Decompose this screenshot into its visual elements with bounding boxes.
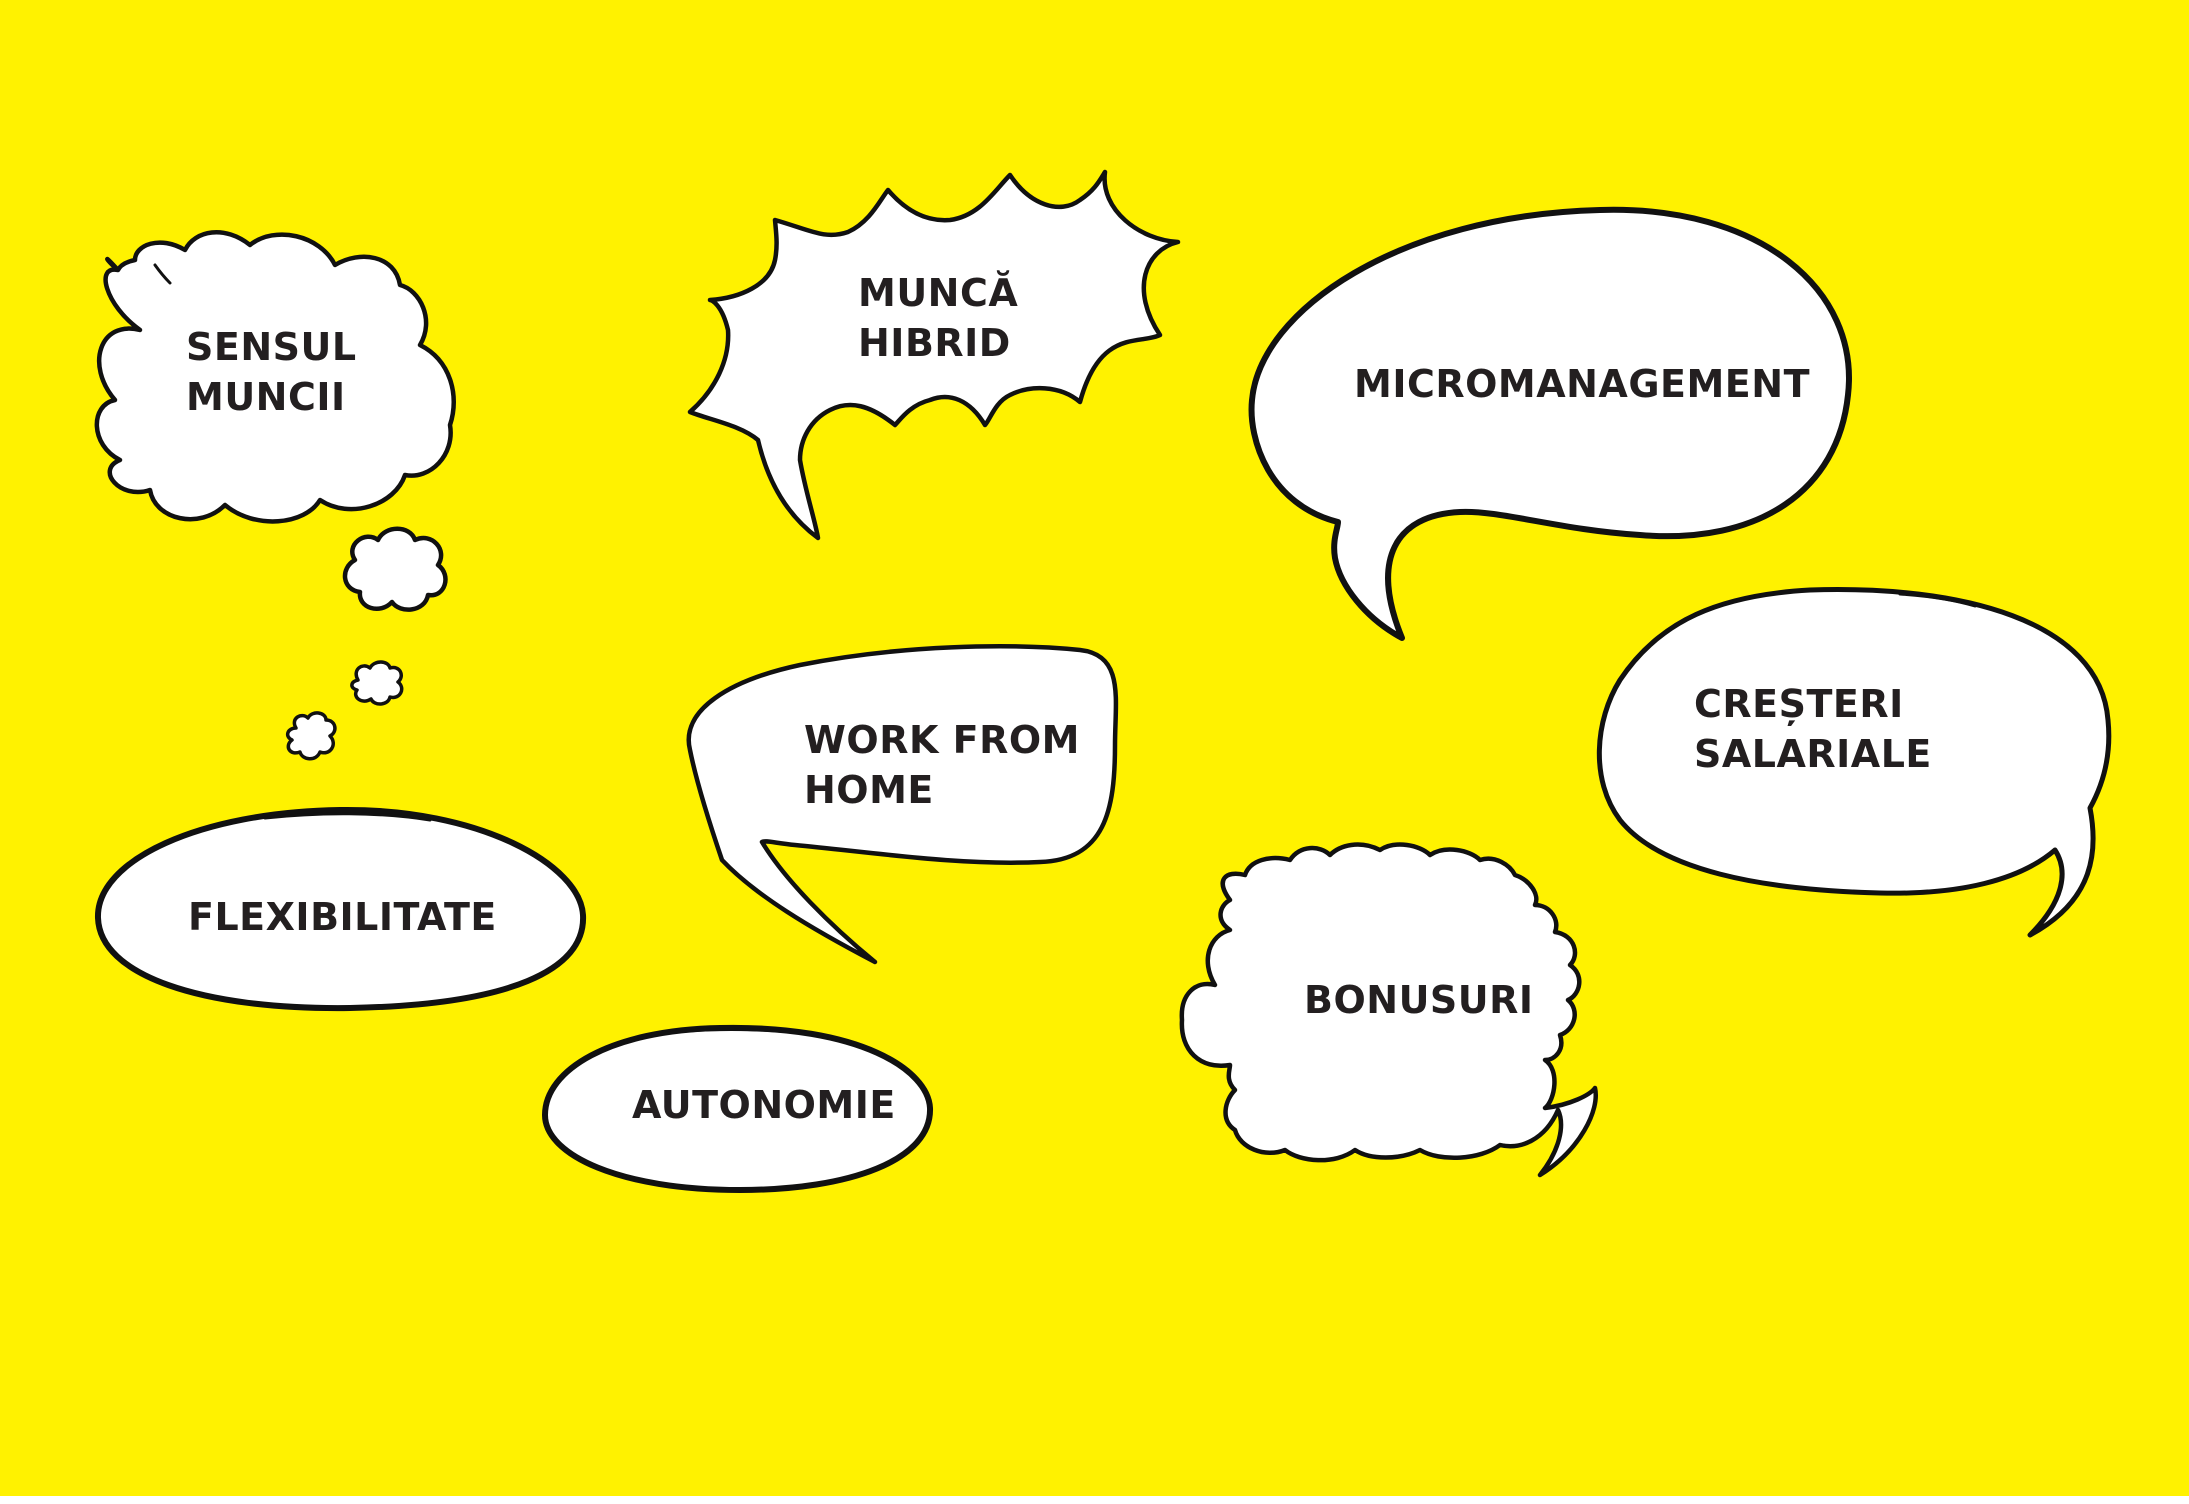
speech-oval-sketch-stroke	[1898, 592, 1977, 608]
label-work-from-home: WORK FROM HOME	[804, 715, 1080, 815]
cloud-speech-shape	[1179, 842, 1598, 1178]
label-autonomie: AUTONOMIE	[632, 1080, 896, 1130]
ellipse-shape	[542, 1024, 934, 1193]
thought-cloud-sensul-muncii	[94, 230, 456, 761]
label-line: HIBRID	[858, 321, 1011, 365]
label-munca-hibrid: MUNCĂ HIBRID	[858, 268, 1018, 368]
burst-shape	[687, 169, 1181, 541]
speech-oval-shape	[1248, 206, 1852, 641]
ellipse-shape	[94, 806, 587, 1012]
speech-oval-shape	[1596, 587, 2112, 938]
label-flexibilitate: FLEXIBILITATE	[188, 892, 497, 942]
thought-puff-large	[342, 526, 448, 612]
label-line: WORK FROM	[804, 718, 1080, 762]
ellipse-bubble-autonomie	[542, 1024, 934, 1193]
thought-cloud-shape	[94, 230, 456, 524]
ellipse-bubble-flexibilitate	[94, 806, 587, 1012]
label-line: MICROMANAGEMENT	[1354, 362, 1810, 406]
thought-cloud-sketch-stroke	[153, 263, 172, 285]
cloud-bubble-bonusuri	[1179, 842, 1598, 1178]
label-line: HOME	[804, 768, 934, 812]
label-micromanagement: MICROMANAGEMENT	[1354, 359, 1810, 409]
label-line: FLEXIBILITATE	[188, 895, 497, 939]
ellipse-sketch-stroke	[658, 1028, 812, 1036]
label-sensul-muncii: SENSUL MUNCII	[186, 322, 357, 422]
label-line: MUNCII	[186, 375, 346, 419]
speech-bubble-micromanagement	[1248, 206, 1852, 641]
ellipse-sketch-stroke	[263, 812, 432, 822]
label-line: SENSUL	[186, 325, 357, 369]
thought-puff-small	[285, 711, 337, 761]
label-cresteri-salariale: CREȘTERI SALARIALE	[1694, 679, 1932, 779]
speech-bubble-work-from-home	[686, 644, 1119, 965]
speech-rounded-shape	[686, 644, 1119, 965]
label-line: AUTONOMIE	[632, 1083, 896, 1127]
speech-bubble-cresteri-salariale	[1596, 587, 2112, 938]
label-line: CREȘTERI	[1694, 682, 1904, 726]
label-line: SALARIALE	[1694, 732, 1932, 776]
thought-puff-medium	[350, 660, 404, 706]
bottom-white-strip	[0, 1496, 2189, 1504]
burst-bubble-munca-hibrid	[687, 169, 1181, 541]
label-line: BONUSURI	[1304, 978, 1534, 1022]
label-line: MUNCĂ	[858, 271, 1019, 315]
label-bonusuri: BONUSURI	[1304, 975, 1534, 1025]
